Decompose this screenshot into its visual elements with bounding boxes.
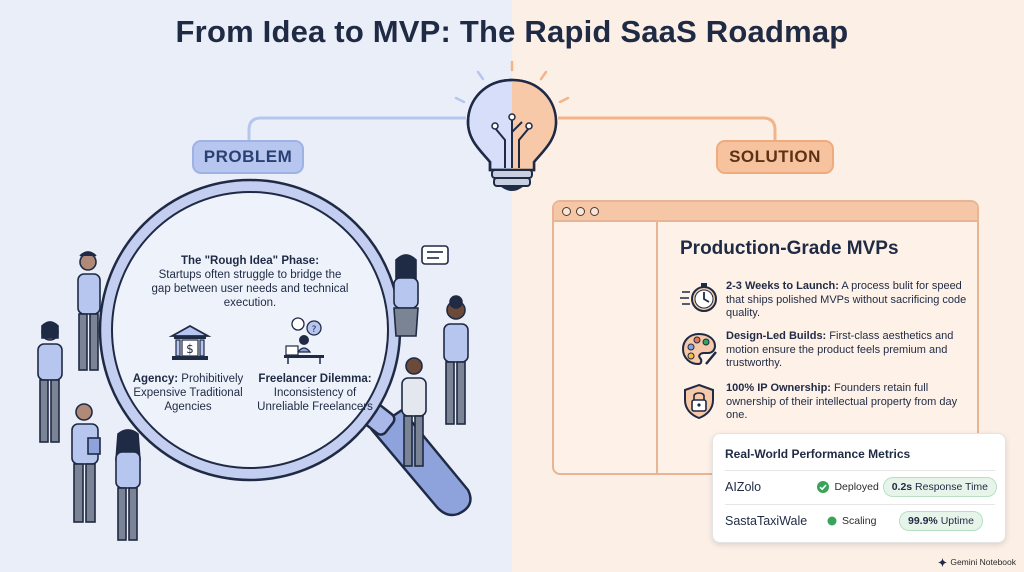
lightbulb-icon [454,60,570,191]
problem-label: PROBLEM [192,140,304,174]
clock-icon [680,283,717,312]
metric-chip: 0.2s Response Time [882,477,997,497]
person-woman-front-icon [115,429,141,541]
watermark-text: Gemini Notebook [950,557,1016,567]
window-sidebar [554,222,658,473]
solution-label: SOLUTION [716,140,834,174]
metric-status: Deployed [817,481,882,493]
metric-project-name: AIZolo [725,480,762,494]
agency-heading: Agency: [132,373,179,385]
palette-icon [681,332,717,366]
window-dot-icon [576,206,585,216]
check-circle-icon [817,481,830,493]
metric-project-name: SastaTaxiWale [725,514,808,528]
metric-chip: 99.9% Uptime [899,511,983,531]
solution-window: Production-Grade MVPs 2-3 Weeks to Launc… [552,200,979,475]
watermark: Gemini Notebook [938,557,1016,567]
lock-shield-icon [684,383,714,420]
metrics-row: SastaTaxiWale Scaling 99.9% Uptime [725,506,997,536]
metric-label: Uptime [940,515,974,527]
metric-value: 0.2s [891,481,913,493]
window-dot-icon [590,206,599,216]
magnifying-glass-icon [98,178,472,517]
agency-block: Agency: Prohibitively Expensive Traditio… [126,372,250,414]
feature-design: Design-Led Builds: First-class aesthetic… [726,330,976,371]
person-gesturing-icon [401,357,427,467]
freelancer-text: Inconsistency of Unreliable Freelancers [257,387,373,413]
metric-status-label: Deployed [834,481,879,493]
feature-design-text: First-class aesthetics and motion ensure… [726,330,954,369]
freelancer-heading: Freelancer Dilemma: [258,373,372,385]
agency-text: Prohibitively Expensive Traditional Agen… [133,373,244,413]
person-woman-left-icon [37,321,63,443]
rough-idea-block: The "Rough Idea" Phase: Startups often s… [150,254,350,310]
metrics-divider [725,504,995,505]
solution-heading: Production-Grade MVPs [680,238,899,259]
metric-value: 99.9% [908,515,938,527]
metric-status: Scaling [827,515,899,527]
person-speaking-icon [393,245,449,337]
window-titlebar [554,202,977,222]
metrics-divider [725,470,995,471]
feature-launch-title: 2-3 Weeks to Launch: [726,280,839,292]
window-dot-icon [562,206,571,216]
metrics-row: AIZolo Deployed 0.2s Response Time [725,472,997,502]
status-dot-icon [827,516,837,526]
person-thinking-icon [77,251,101,371]
feature-launch-text: A process bulit for speed that ships pol… [726,280,967,319]
svg-text:$: $ [186,342,194,356]
person-curly-icon [443,295,469,425]
svg-text:?: ? [312,325,317,335]
bank-icon: $ [168,324,212,360]
rough-idea-text: Startups often struggle to bridge the ga… [151,269,349,309]
stressed-freelancer-icon: ? [284,317,324,364]
feature-ip-text: Founders retain full ownership of their … [726,382,958,421]
freelancer-block: Freelancer Dilemma: Inconsistency of Unr… [256,372,374,414]
sparkle-icon [938,557,948,567]
feature-launch: 2-3 Weeks to Launch: A process bulit for… [726,280,976,321]
feature-ip-title: 100% IP Ownership: [726,382,831,394]
rough-idea-heading: The "Rough Idea" Phase: [180,255,320,267]
metrics-heading: Real-World Performance Metrics [725,447,911,461]
feature-design-title: Design-Led Builds: [726,330,827,342]
page-title: From Idea to MVP: The Rapid SaaS Roadmap [175,14,849,49]
feature-ip: 100% IP Ownership: Founders retain full … [726,382,976,423]
metric-label: Response Time [915,481,988,493]
person-clipboard-icon [71,403,101,523]
metrics-card: Real-World Performance Metrics AIZolo De… [712,433,1006,543]
metric-status-label: Scaling [842,515,877,527]
